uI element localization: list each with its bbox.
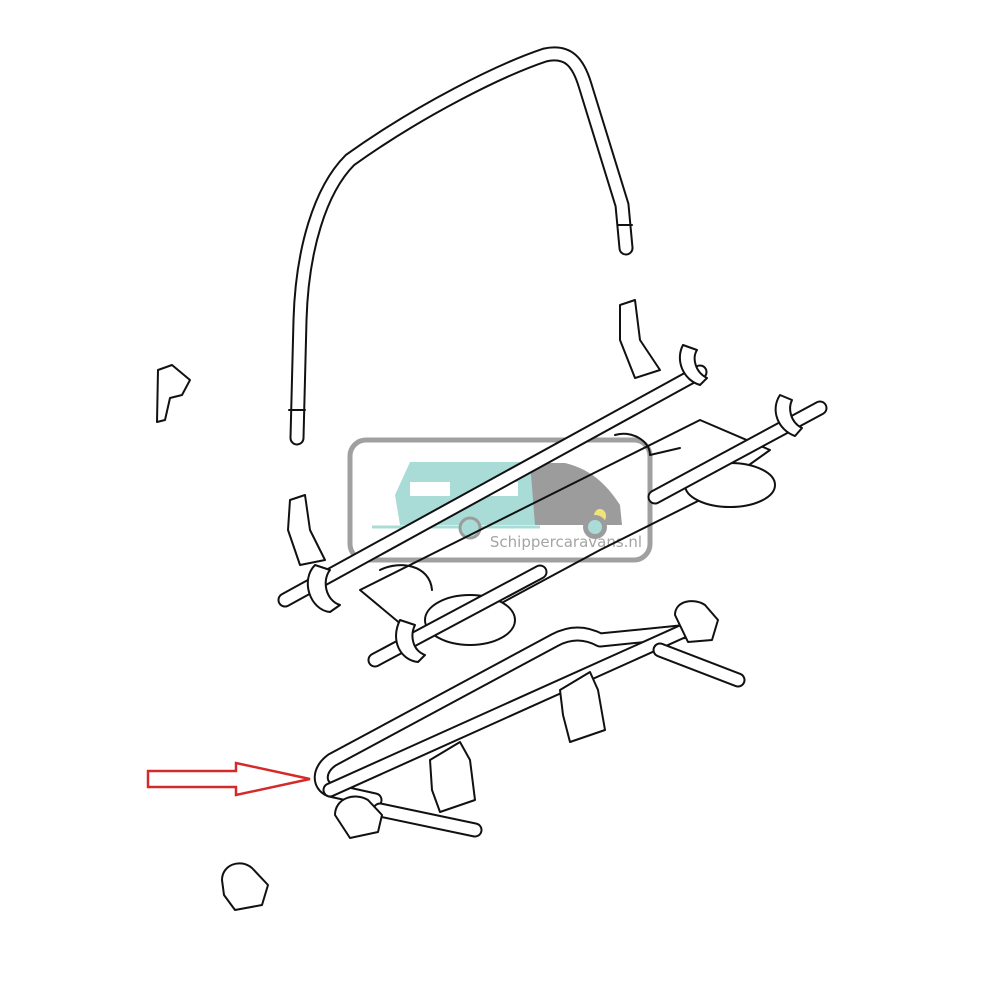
upper-bike-rack: [277, 299, 828, 668]
loose-clamp-bottom: [221, 862, 269, 911]
top-arch-bar: [288, 46, 634, 446]
red-arrow-pointer: [146, 761, 311, 797]
lower-mounting-frame: [313, 600, 746, 839]
watermark-text: Schippercaravans.nl: [490, 533, 642, 551]
loose-clamp-left: [156, 364, 191, 423]
